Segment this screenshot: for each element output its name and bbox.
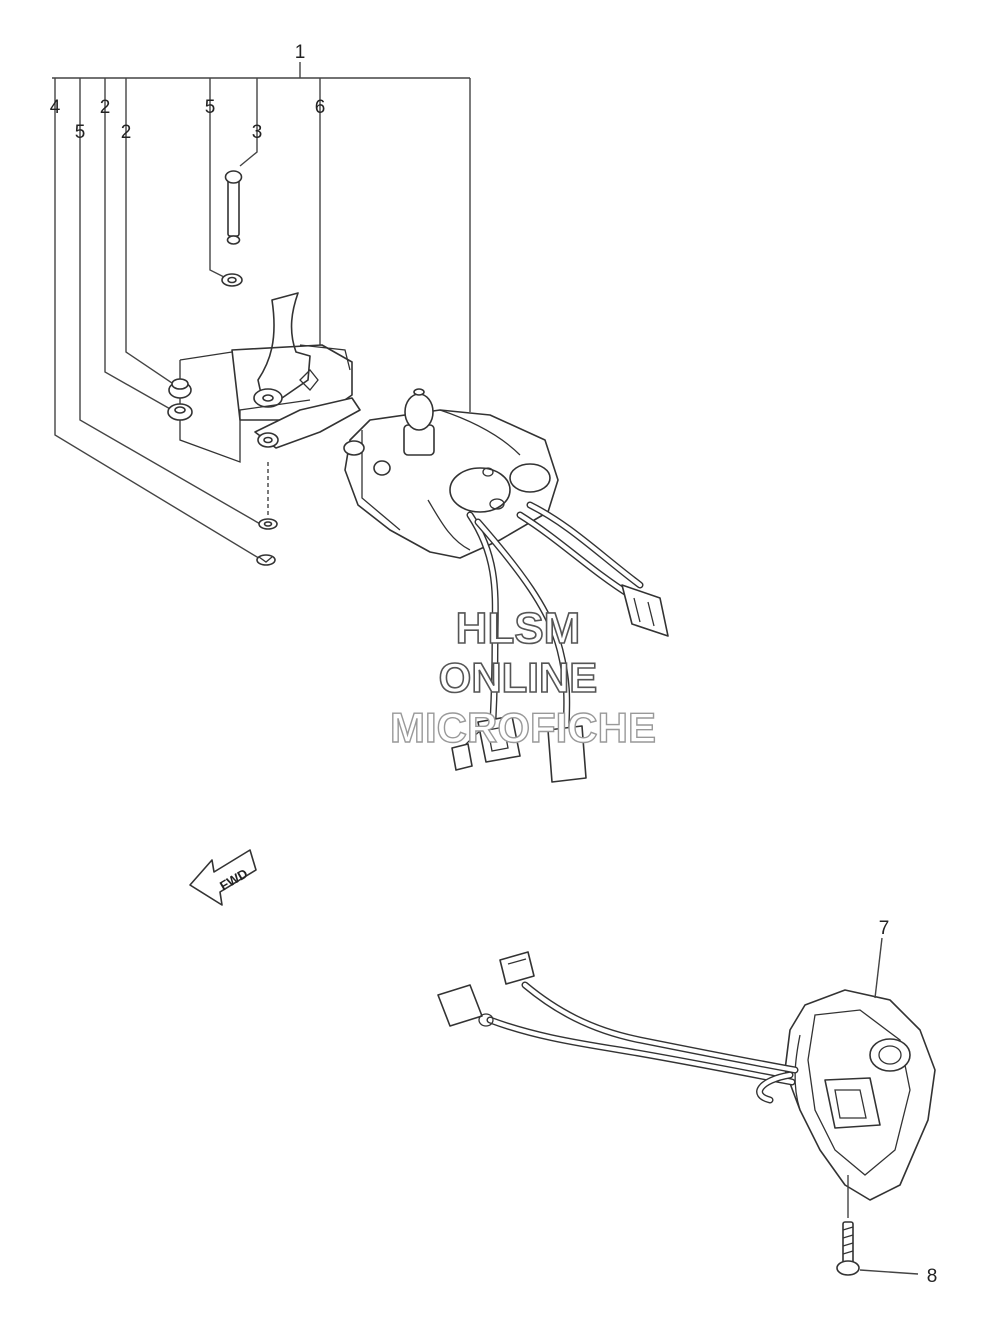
switch-housing-part-1 (343, 388, 559, 559)
connector-top-right (621, 584, 669, 637)
lever-part-6 (231, 292, 361, 449)
callout-1: 1 (295, 42, 306, 63)
watermark-line-3: MICROFICHE (390, 704, 656, 751)
callout-4: 4 (50, 97, 61, 118)
connector-top-middle (477, 715, 521, 763)
nut-part-2-lower (167, 403, 193, 421)
leader-lines-top (54, 78, 471, 561)
nut-part-2-upper (168, 378, 192, 399)
callout-2-second: 2 (121, 122, 132, 143)
wire-harness-top (461, 501, 644, 749)
leader-lines-bottom (847, 937, 919, 1275)
washer-part-5-lower (258, 518, 278, 530)
callout-3: 3 (252, 122, 263, 143)
screw-part-8 (836, 1221, 860, 1276)
callout-8: 8 (927, 1266, 938, 1287)
switch-body-part-7 (784, 989, 936, 1201)
bolt-part-3 (224, 170, 243, 245)
watermark-line-1: HLSM (456, 604, 581, 653)
callout-1-bracket (52, 62, 470, 79)
connector-bottom-lower (437, 984, 494, 1027)
callout-5-upper: 5 (205, 97, 216, 118)
watermark: HLSM ONLINE MICROFICHE (389, 603, 656, 752)
clip-part-4 (256, 554, 276, 566)
callout-6: 6 (315, 97, 326, 118)
connector-top-long (547, 725, 587, 783)
callout-5-left: 5 (75, 122, 86, 143)
connector-bottom-upper (499, 951, 535, 985)
washer-part-5-upper (221, 273, 243, 287)
watermark-line-2: ONLINE (439, 654, 598, 701)
callout-labels: 1 4 2 5 6 5 2 3 7 8 (50, 42, 938, 1287)
callout-7: 7 (879, 918, 890, 939)
callout-2-first: 2 (100, 97, 111, 118)
fwd-direction-arrow: FWD (189, 849, 257, 906)
connector-top-small (451, 743, 473, 771)
wire-harness-bottom (486, 981, 799, 1104)
